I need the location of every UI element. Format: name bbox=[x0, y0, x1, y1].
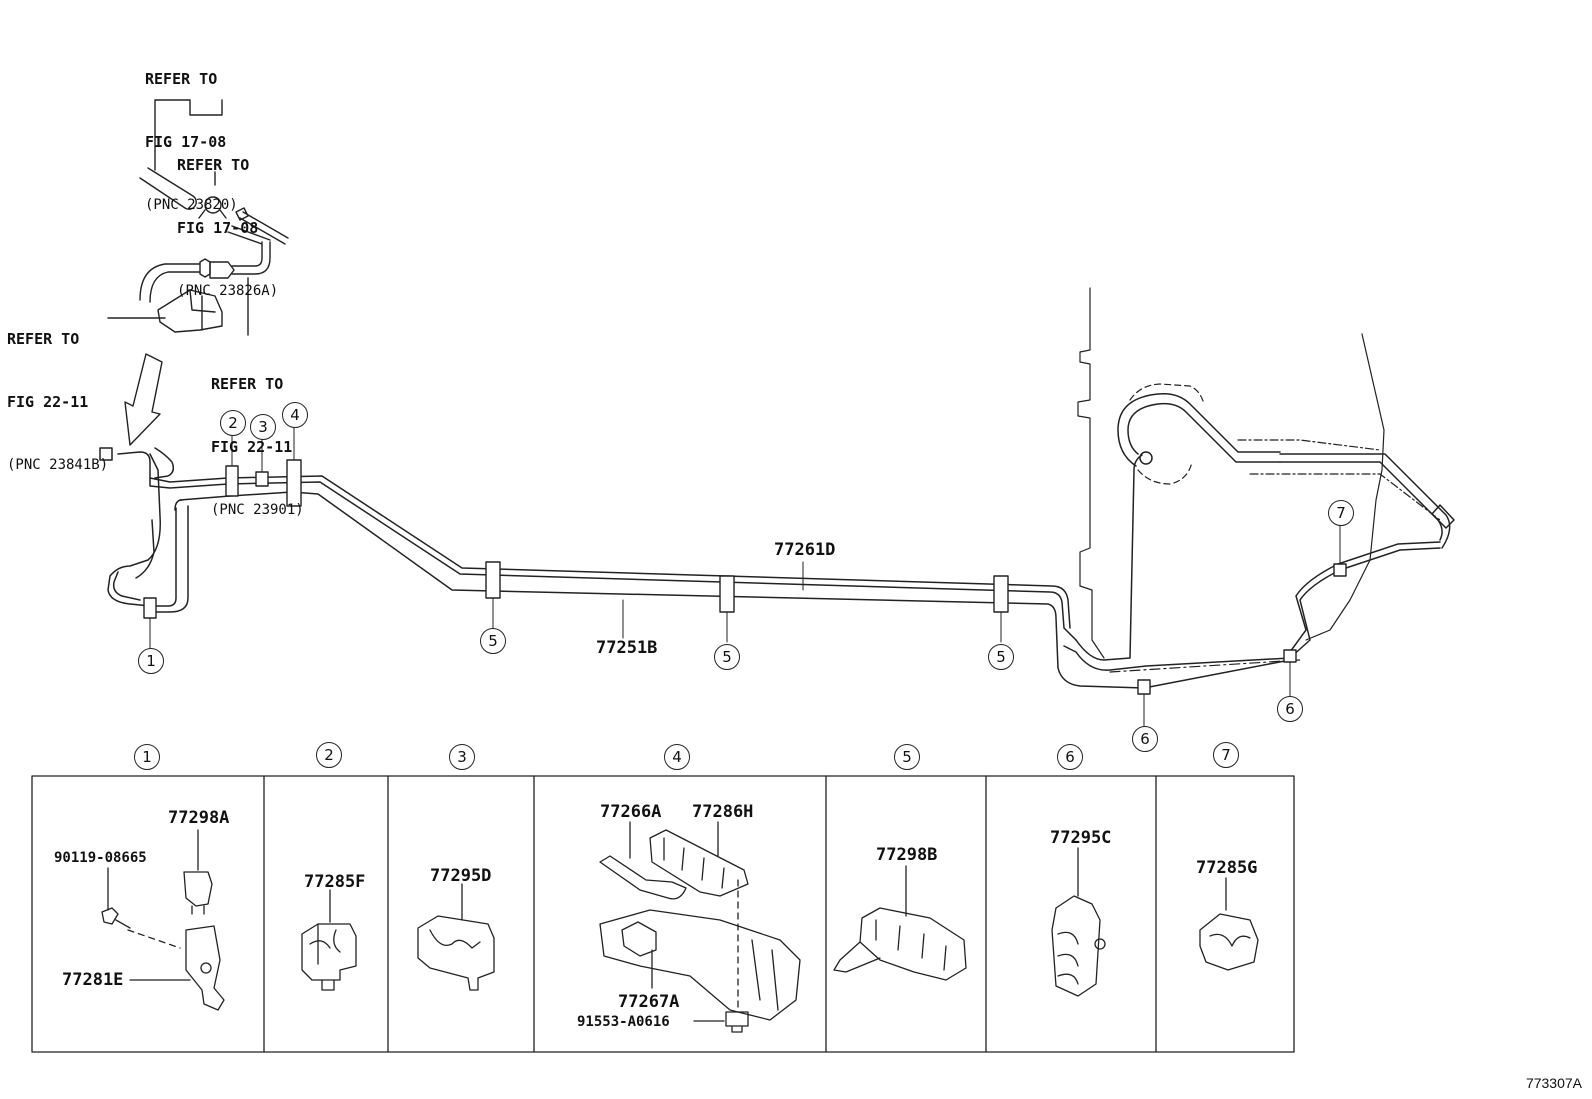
figure-id: 773307A bbox=[1525, 1075, 1582, 1091]
callout-6-diagram-b: 6 bbox=[1277, 696, 1303, 722]
callout-7-diagram: 7 bbox=[1328, 500, 1354, 526]
reference-note-fig-17-08-pnc-23820: REFER TO FIG 17-08 (PNC 23820) bbox=[145, 70, 238, 213]
part-number-77267a: 77267A bbox=[618, 992, 680, 1012]
pipe-label-lower: 77251B bbox=[596, 638, 658, 658]
group-4-parts bbox=[599, 821, 801, 1033]
part-number-77266a: 77266A bbox=[600, 802, 662, 822]
callout-3-diagram: 3 bbox=[250, 414, 276, 440]
group-5-part bbox=[833, 865, 967, 981]
part-number-77286h: 77286H bbox=[692, 802, 754, 822]
callout-5-diagram-c: 5 bbox=[988, 644, 1014, 670]
part-number-77285g: 77285G bbox=[1196, 858, 1258, 878]
callout-4-diagram: 4 bbox=[282, 402, 308, 428]
reference-note-fig-22-11-pnc-23841b: REFER TO FIG 22-11 (PNC 23841B) bbox=[7, 330, 109, 473]
table-header-7: 7 bbox=[1213, 742, 1239, 768]
group-7-part bbox=[1199, 877, 1259, 971]
table-header-6: 6 bbox=[1057, 744, 1083, 770]
direction-arrow bbox=[124, 353, 163, 446]
part-number-77295c: 77295C bbox=[1050, 828, 1112, 848]
callout-5-diagram-a: 5 bbox=[480, 628, 506, 654]
group-1-parts bbox=[101, 829, 225, 1011]
callout-2-diagram: 2 bbox=[220, 410, 246, 436]
part-number-77281e: 77281E bbox=[62, 970, 124, 990]
table-header-1: 1 bbox=[134, 744, 160, 770]
part-number-77298b: 77298B bbox=[876, 845, 938, 865]
vehicle-body-outline bbox=[1077, 287, 1441, 673]
callout-leaders bbox=[149, 425, 1341, 727]
table-header-2: 2 bbox=[316, 742, 342, 768]
table-header-5: 5 bbox=[894, 744, 920, 770]
fuel-pipe-assembly bbox=[99, 392, 1455, 689]
part-number-77285f: 77285F bbox=[304, 872, 366, 892]
pipe-label-upper: 77261D bbox=[774, 540, 836, 560]
table-header-3: 3 bbox=[449, 744, 475, 770]
part-number-90119-08665: 90119-08665 bbox=[54, 850, 147, 866]
part-number-77298a: 77298A bbox=[168, 808, 230, 828]
group-2-part bbox=[301, 889, 357, 991]
group-3-part bbox=[417, 883, 495, 991]
callout-6-diagram-a: 6 bbox=[1132, 726, 1158, 752]
callout-5-diagram-b: 5 bbox=[714, 644, 740, 670]
upper-fuel-hose-detail bbox=[107, 99, 289, 336]
part-number-91553-a0616: 91553-A0616 bbox=[577, 1014, 670, 1030]
parts-table-frame bbox=[31, 775, 1295, 1053]
reference-note-fig-22-11-pnc-23901: REFER TO FIG 22-11 (PNC 23901) bbox=[211, 375, 304, 518]
table-header-4: 4 bbox=[664, 744, 690, 770]
reference-note-fig-17-08-pnc-23826a: REFER TO FIG 17-08 (PNC 23826A) bbox=[177, 156, 279, 299]
group-6-part bbox=[1051, 847, 1106, 997]
part-number-77295d: 77295D bbox=[430, 866, 492, 886]
callout-1-diagram: 1 bbox=[138, 648, 164, 674]
